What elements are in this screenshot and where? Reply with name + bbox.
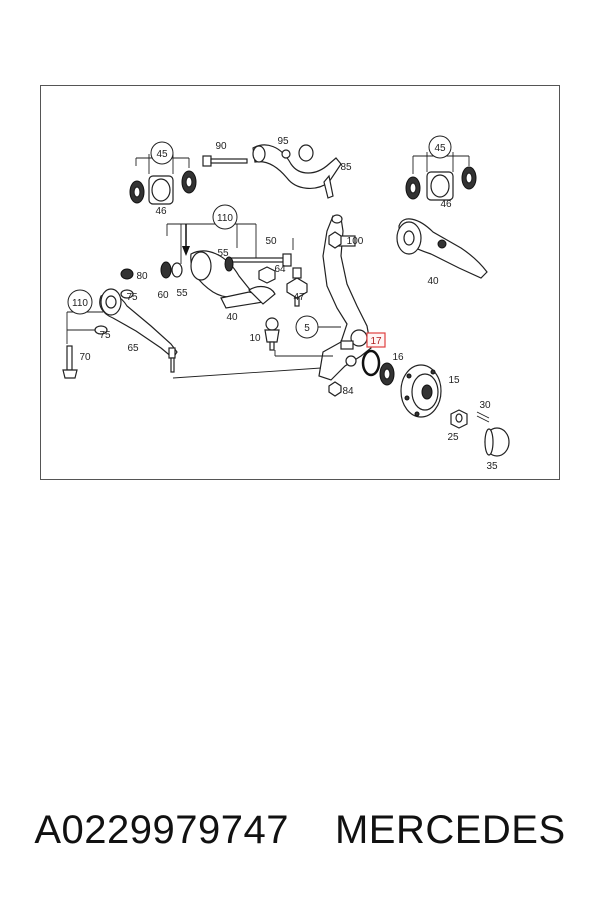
nut-100 bbox=[328, 231, 342, 249]
nut-64 bbox=[258, 266, 276, 284]
callout-40-center: 40 bbox=[226, 312, 238, 323]
callout-15: 15 bbox=[448, 375, 460, 386]
callout-circle-110-left bbox=[67, 289, 93, 315]
callout-5: 5 bbox=[304, 323, 310, 334]
suspension-exploded-diagram: 45 46 90 95 85 45 46 110 50 55 100 80 60… bbox=[62, 135, 510, 472]
callout-95: 95 bbox=[277, 136, 289, 147]
callout-25: 25 bbox=[447, 432, 459, 443]
callout-65: 65 bbox=[127, 343, 139, 354]
upper-control-arm bbox=[252, 144, 342, 199]
ball-joint-47 bbox=[286, 267, 308, 307]
callout-60: 60 bbox=[157, 290, 169, 301]
bushing-group-left bbox=[129, 154, 197, 205]
callout-46-left: 46 bbox=[155, 206, 167, 217]
callout-47: 47 bbox=[293, 292, 305, 303]
parts-diagram-frame: 45 46 90 95 85 45 46 110 50 55 100 80 60… bbox=[40, 85, 560, 480]
callout-85: 85 bbox=[340, 162, 352, 173]
callout-55-bottom: 55 bbox=[176, 288, 188, 299]
callout-75-top: 75 bbox=[126, 292, 138, 303]
callout-84: 84 bbox=[342, 386, 354, 397]
ball-joint-10 bbox=[264, 317, 280, 351]
lower-control-arm-65 bbox=[99, 288, 178, 373]
callout-circle-45-left bbox=[150, 141, 174, 165]
callout-110-center: 110 bbox=[217, 213, 233, 224]
callout-45-right: 45 bbox=[434, 143, 446, 154]
pin-30 bbox=[476, 411, 490, 423]
callout-45-left: 45 bbox=[156, 149, 168, 160]
strut-mount-40-right bbox=[396, 218, 488, 279]
bushing-group-right bbox=[405, 152, 477, 201]
wheel-hub-15 bbox=[400, 364, 442, 418]
callout-64: 64 bbox=[274, 264, 286, 275]
callout-17: 17 bbox=[370, 336, 382, 347]
callout-35: 35 bbox=[486, 461, 498, 472]
bearing-16 bbox=[379, 362, 395, 386]
steering-knuckle bbox=[318, 214, 372, 381]
brand-name: MERCEDES bbox=[334, 807, 566, 852]
bolt-90 bbox=[202, 155, 248, 167]
dust-cap-35 bbox=[484, 427, 510, 457]
connector-line bbox=[172, 367, 322, 379]
callout-110-left: 110 bbox=[72, 298, 88, 309]
callout-30: 30 bbox=[479, 400, 491, 411]
washer-75-top bbox=[120, 289, 134, 299]
nut-80 bbox=[120, 268, 134, 280]
seal-ring-17 bbox=[361, 349, 381, 377]
callout-50: 50 bbox=[265, 236, 277, 247]
callout-16: 16 bbox=[392, 352, 404, 363]
callout-40-right: 40 bbox=[427, 276, 439, 287]
callout-80: 80 bbox=[136, 271, 148, 282]
callout-100: 100 bbox=[347, 236, 364, 247]
callout-circle-110-center bbox=[212, 204, 238, 230]
nut-84 bbox=[328, 381, 342, 397]
callout-10: 10 bbox=[249, 333, 261, 344]
bolt-70 bbox=[62, 345, 78, 379]
part-number: A0229979747 bbox=[34, 807, 289, 852]
center-bushing-group bbox=[160, 223, 292, 309]
callout-55-top: 55 bbox=[217, 248, 229, 259]
callout-labels: 45 46 90 95 85 45 46 110 50 55 100 80 60… bbox=[67, 135, 498, 472]
callout-70: 70 bbox=[79, 352, 91, 363]
callout-46-right: 46 bbox=[440, 199, 452, 210]
nut-25 bbox=[450, 409, 468, 429]
callout-90: 90 bbox=[215, 141, 227, 152]
callout-75-bottom: 75 bbox=[99, 330, 111, 341]
part-caption: A0229979747 MERCEDES bbox=[0, 800, 600, 860]
highlight-box-17 bbox=[366, 332, 386, 348]
callout-circle-45-right bbox=[428, 135, 452, 159]
